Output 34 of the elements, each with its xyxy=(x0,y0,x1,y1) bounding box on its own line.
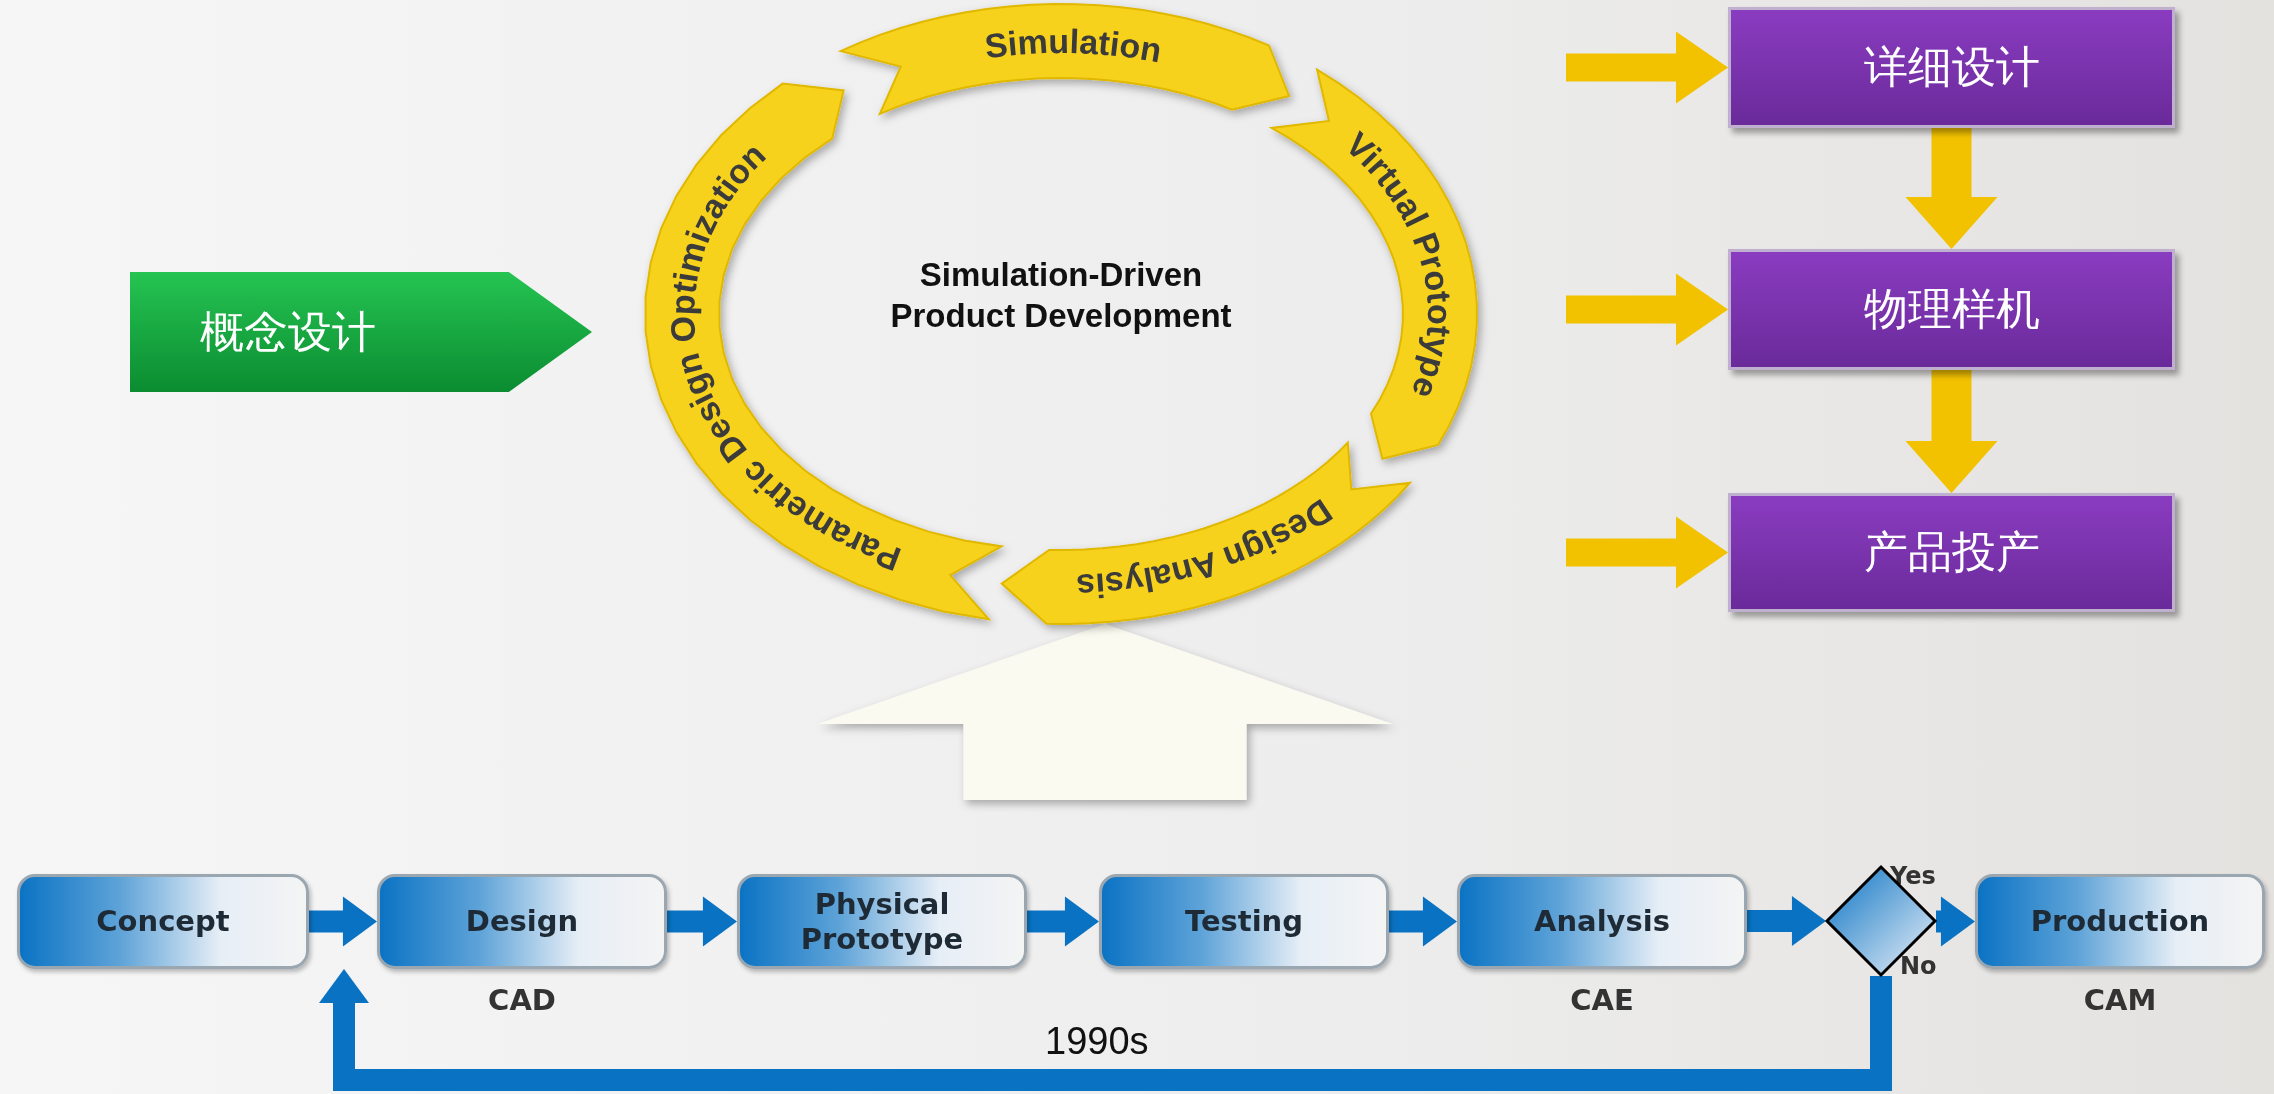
arrow xyxy=(1905,128,1998,249)
process-box: Analysis xyxy=(1457,874,1747,969)
block-arrow xyxy=(817,624,1393,800)
arrow xyxy=(667,896,737,947)
process-box: 物理样机 xyxy=(1728,249,2175,370)
process-box: 详细设计 xyxy=(1728,7,2175,128)
process-box: 产品投产 xyxy=(1728,493,2175,612)
ring-segment xyxy=(837,3,1291,116)
process-box: Design xyxy=(377,874,667,969)
segment-label: Simulation xyxy=(982,21,1165,70)
arrow xyxy=(1566,31,1728,104)
arrow xyxy=(1566,516,1728,589)
caption-text: CAD xyxy=(488,983,556,1017)
arrow xyxy=(1389,896,1457,947)
arrow xyxy=(1566,273,1728,346)
arrow xyxy=(1905,370,1998,493)
arrow xyxy=(1747,896,1826,946)
process-box: Physical Prototype xyxy=(737,874,1027,969)
process-box: Testing xyxy=(1099,874,1389,969)
arrow xyxy=(1027,896,1099,947)
arrow xyxy=(319,969,1892,1091)
edge-label: No xyxy=(1900,952,1937,980)
ring-segment xyxy=(1268,67,1478,460)
center-text: Simulation-Driven Product Development xyxy=(889,255,1233,337)
caption-text: CAM xyxy=(2083,983,2157,1017)
decision-diamond xyxy=(1826,866,1936,976)
edge-label: Yes xyxy=(1890,862,1936,890)
era-label: 1990s xyxy=(1045,1020,1149,1063)
arrow xyxy=(309,896,377,947)
process-box: Concept xyxy=(17,874,309,969)
caption-text: CAE xyxy=(1570,983,1634,1017)
arrow xyxy=(1936,896,1975,947)
process-box: Production xyxy=(1975,874,2265,969)
ring-segment xyxy=(1000,440,1413,625)
